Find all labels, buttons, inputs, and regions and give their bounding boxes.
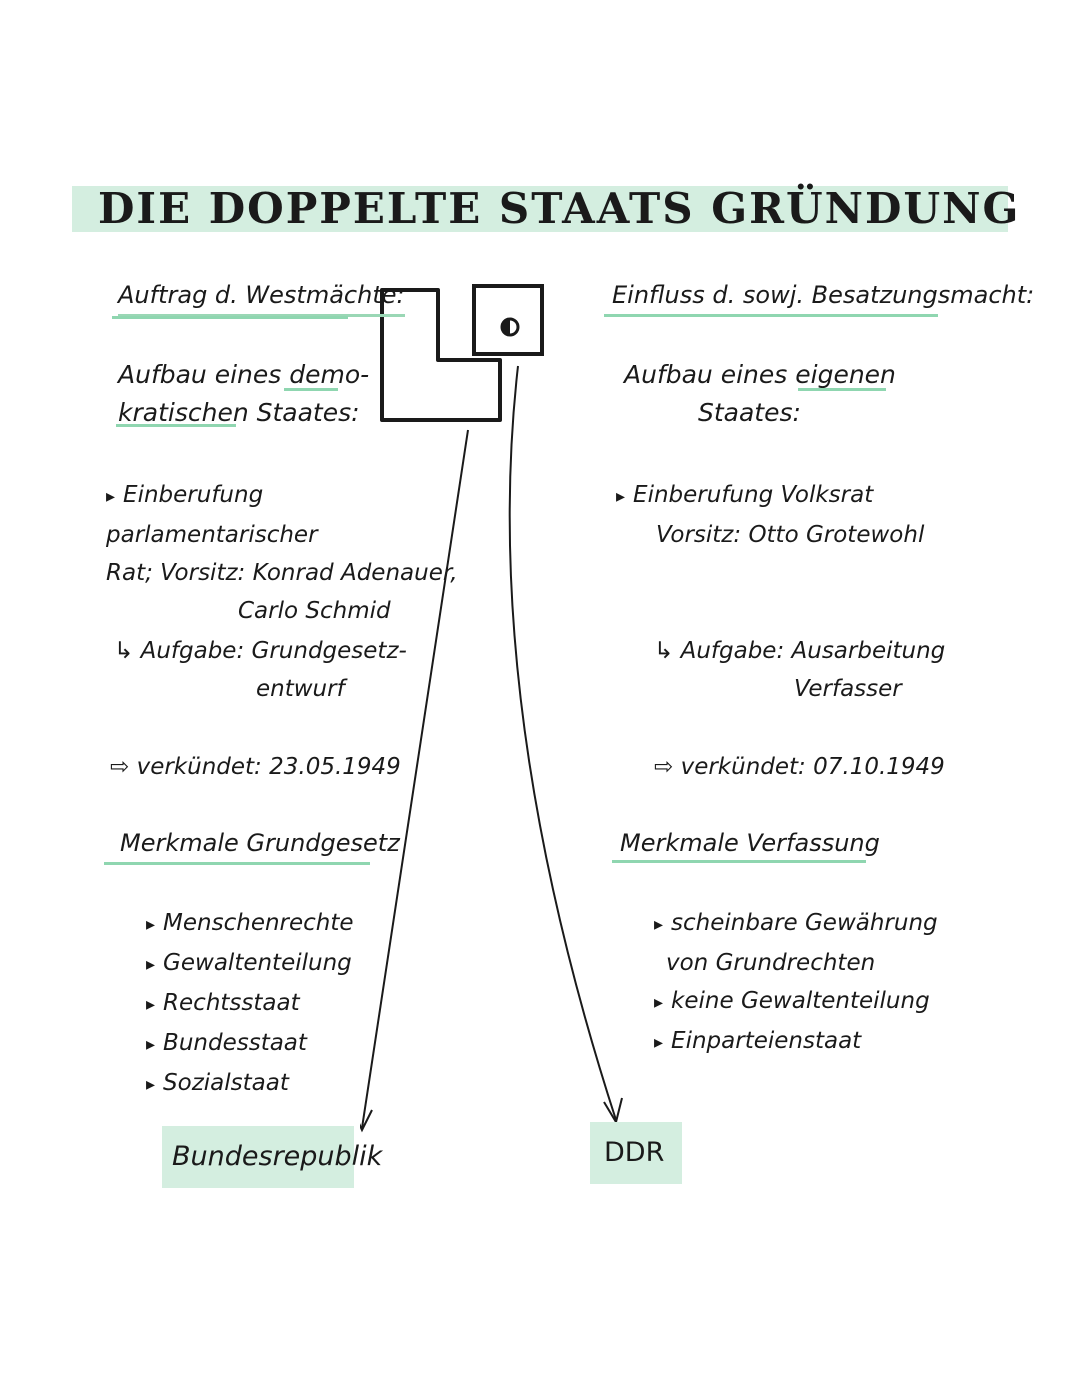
- left-aufbau-underline: [116, 424, 236, 427]
- left-merkmale-heading-text: Merkmale Grundgesetz: [120, 829, 400, 857]
- arrow-left-icon: [360, 429, 469, 1133]
- right-merkmale-heading: Merkmale Verfassung: [620, 826, 880, 860]
- result-ddr: DDR: [604, 1137, 665, 1168]
- left-einberufung-line-1: Einberufung: [106, 476, 458, 516]
- result-box-left: [162, 1126, 354, 1188]
- right-heading-text: Einfluss d. sowj. Besatzungsmacht:: [612, 281, 1035, 309]
- l-shape-icon: [380, 288, 502, 422]
- left-aufgabe-line-2: entwurf: [256, 676, 345, 702]
- right-merkmale-list: scheinbare Gewährung von Grundrechten ke…: [654, 904, 938, 1062]
- diagram-graphics: [360, 284, 623, 1133]
- right-einberufung-line-2: Vorsitz: Otto Grotewohl: [656, 522, 925, 548]
- page-title: DIE DOPPELTE STAATS GRÜNDUNG: [98, 184, 1021, 233]
- right-aufbau-line-1: Aufbau eines eigenen: [624, 360, 896, 389]
- right-aufgabe-line-2: Verfasser: [794, 676, 902, 702]
- right-merkmale-underline: [612, 860, 866, 863]
- right-aufgabe: ↳ Aufgabe: Ausarbeitung Verfasser: [654, 632, 945, 708]
- result-bundesrepublik: Bundesrepublik: [172, 1141, 383, 1172]
- left-verkuendet: ⇨ verkündet: 23.05.1949: [110, 748, 401, 786]
- left-aufbau-line-1: Aufbau eines demo-: [118, 360, 370, 389]
- left-aufbau-line-2: kratischen Staates:: [118, 398, 360, 427]
- left-merkmale-heading: Merkmale Grundgesetz: [120, 826, 400, 860]
- left-einberufung-line-3: Rat; Vorsitz: Konrad Adenauer,: [106, 560, 458, 586]
- list-item: Einparteienstaat: [654, 1022, 938, 1062]
- square-dot-icon: [472, 284, 544, 356]
- left-verkuendet-text: verkündet: 23.05.1949: [136, 754, 401, 780]
- right-einberufung-line-1: Einberufung Volksrat: [616, 476, 924, 516]
- right-einberufung: Einberufung Volksrat Vorsitz: Otto Grote…: [616, 476, 924, 554]
- left-demo-underline: [284, 388, 338, 391]
- left-aufbau: Aufbau eines demo- kratischen Staates:: [118, 356, 369, 432]
- left-einberufung-line-4: Carlo Schmid: [238, 598, 391, 624]
- left-merkmale-list: Menschenrechte Gewaltenteilung Rechtssta…: [146, 904, 354, 1104]
- left-aufgabe: ↳ Aufgabe: Grundgesetz- entwurf: [114, 632, 407, 708]
- left-heading: Auftrag d. Westmächte:: [118, 278, 405, 317]
- list-item-continuation: von Grundrechten: [666, 950, 876, 976]
- left-merkmale-underline: [104, 862, 370, 865]
- right-aufgabe-line-1: Aufgabe: Ausarbeitung: [680, 638, 946, 664]
- right-verkuendet: ⇨ verkündet: 07.10.1949: [654, 748, 945, 786]
- right-heading: Einfluss d. sowj. Besatzungsmacht:: [612, 278, 1034, 312]
- right-aufbau: Aufbau eines eigenen Staates:: [624, 356, 896, 432]
- right-merkmale-heading-text: Merkmale Verfassung: [620, 829, 880, 857]
- title-highlight: [72, 186, 1008, 232]
- left-heading-text: Auftrag d. Westmächte:: [118, 278, 405, 317]
- left-aufgabe-line-1: Aufgabe: Grundgesetz-: [140, 638, 407, 664]
- result-box-right: [590, 1122, 682, 1184]
- arrow-right-icon: [508, 365, 623, 1125]
- list-item: keine Gewaltenteilung: [654, 982, 938, 1022]
- list-item: Gewaltenteilung: [146, 944, 354, 984]
- list-item: Bundesstaat: [146, 1024, 354, 1064]
- arrow-right-outline-icon: ⇨: [654, 754, 681, 780]
- right-heading-underline: [604, 314, 938, 317]
- list-item: Sozialstaat: [146, 1064, 354, 1104]
- right-aufbau-line-2: Staates:: [698, 398, 801, 427]
- left-einberufung-line-2: parlamentarischer: [106, 522, 318, 548]
- list-item: Rechtsstaat: [146, 984, 354, 1024]
- right-eigenen-underline: [798, 388, 886, 391]
- list-item: scheinbare Gewährung: [654, 904, 938, 944]
- right-verkuendet-text: verkündet: 07.10.1949: [680, 754, 945, 780]
- left-heading-underline: [112, 316, 348, 319]
- arrow-right-outline-icon: ⇨: [110, 754, 137, 780]
- list-item: Menschenrechte: [146, 904, 354, 944]
- left-einberufung: Einberufung parlamentarischer Rat; Vorsi…: [106, 476, 458, 630]
